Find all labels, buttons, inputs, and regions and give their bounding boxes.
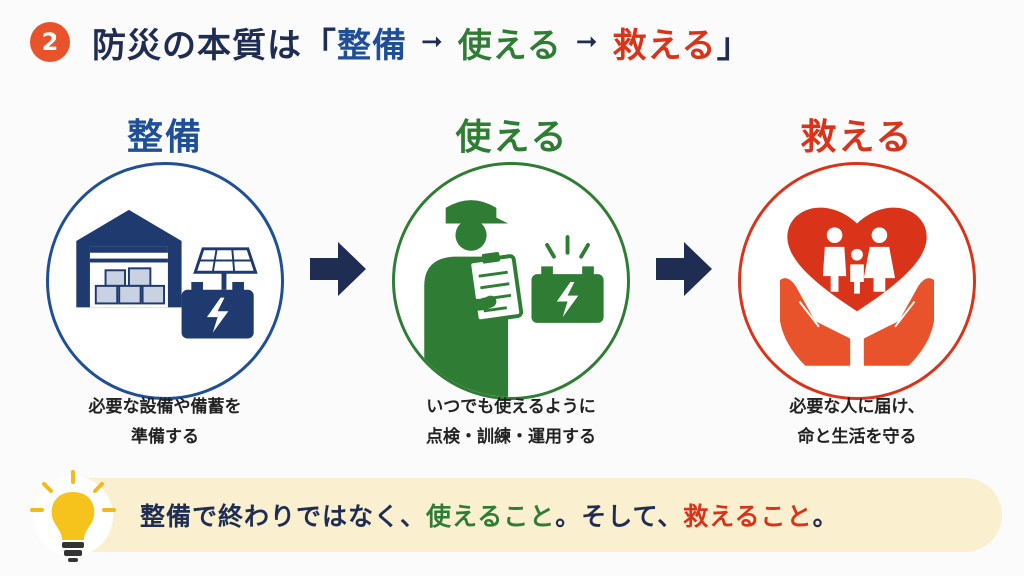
sukueru-circle: [738, 162, 976, 400]
summary-part1: 整備で終わりではなく、: [140, 502, 427, 531]
title-suffix: 」: [716, 25, 752, 66]
seibi-desc-line2: 準備する: [131, 427, 199, 447]
worker-checklist-battery-icon: [424, 200, 604, 397]
lightbulb-icon: [30, 470, 116, 562]
warehouse-solar-battery-icon: [76, 209, 258, 339]
tsukaeru-desc-line1: いつでも使えるように: [426, 397, 596, 417]
flow-arrow-1-icon: [310, 242, 366, 296]
title-term-sukueru: 救える: [612, 25, 717, 66]
title-arrow-1: ➞: [421, 27, 444, 57]
heart-family-hands-icon: [779, 207, 935, 366]
summary-tsukaeru: 使えること: [426, 502, 556, 531]
summary-part5: 。: [812, 502, 839, 531]
sukueru-desc-line1: 必要な人に届け、: [789, 397, 925, 417]
step-label-seibi: 整備: [126, 117, 203, 158]
summary-banner: [42, 478, 1002, 552]
summary-part3: 。そして、: [555, 502, 684, 531]
tsukaeru-description: いつでも使えるように 点検・訓練・運用する: [371, 392, 651, 452]
seibi-circle: [46, 162, 284, 400]
page-title: 防災の本質は「 整備 ➞ 使える ➞ 救える 」: [92, 18, 752, 66]
step-label-tsukaeru: 使える: [455, 117, 569, 158]
sukueru-description: 必要な人に届け、 命と生活を守る: [717, 392, 997, 452]
summary-sukueru: 救えること: [683, 502, 813, 531]
seibi-desc-line1: 必要な設備や備蓄を: [88, 397, 242, 417]
sukueru-desc-line2: 命と生活を守る: [797, 427, 917, 447]
step-number-badge: 2: [30, 22, 70, 62]
tsukaeru-circle: [392, 162, 630, 400]
step-label-sukueru: 救える: [800, 117, 914, 158]
step-number: 2: [41, 28, 59, 56]
seibi-description: 必要な設備や備蓄を 準備する: [25, 392, 305, 452]
title-arrow-2: ➞: [575, 27, 599, 57]
title-prefix: 防災の本質は「: [92, 25, 337, 66]
summary-text: 整備で終わりではなく、 使えること 。そして、 救えること 。: [140, 478, 839, 552]
title-term-tsukaeru: 使える: [457, 25, 562, 66]
title-term-seibi: 整備: [337, 25, 407, 66]
tsukaeru-desc-line2: 点検・訓練・運用する: [426, 427, 596, 447]
flow-arrow-2-icon: [656, 242, 712, 296]
